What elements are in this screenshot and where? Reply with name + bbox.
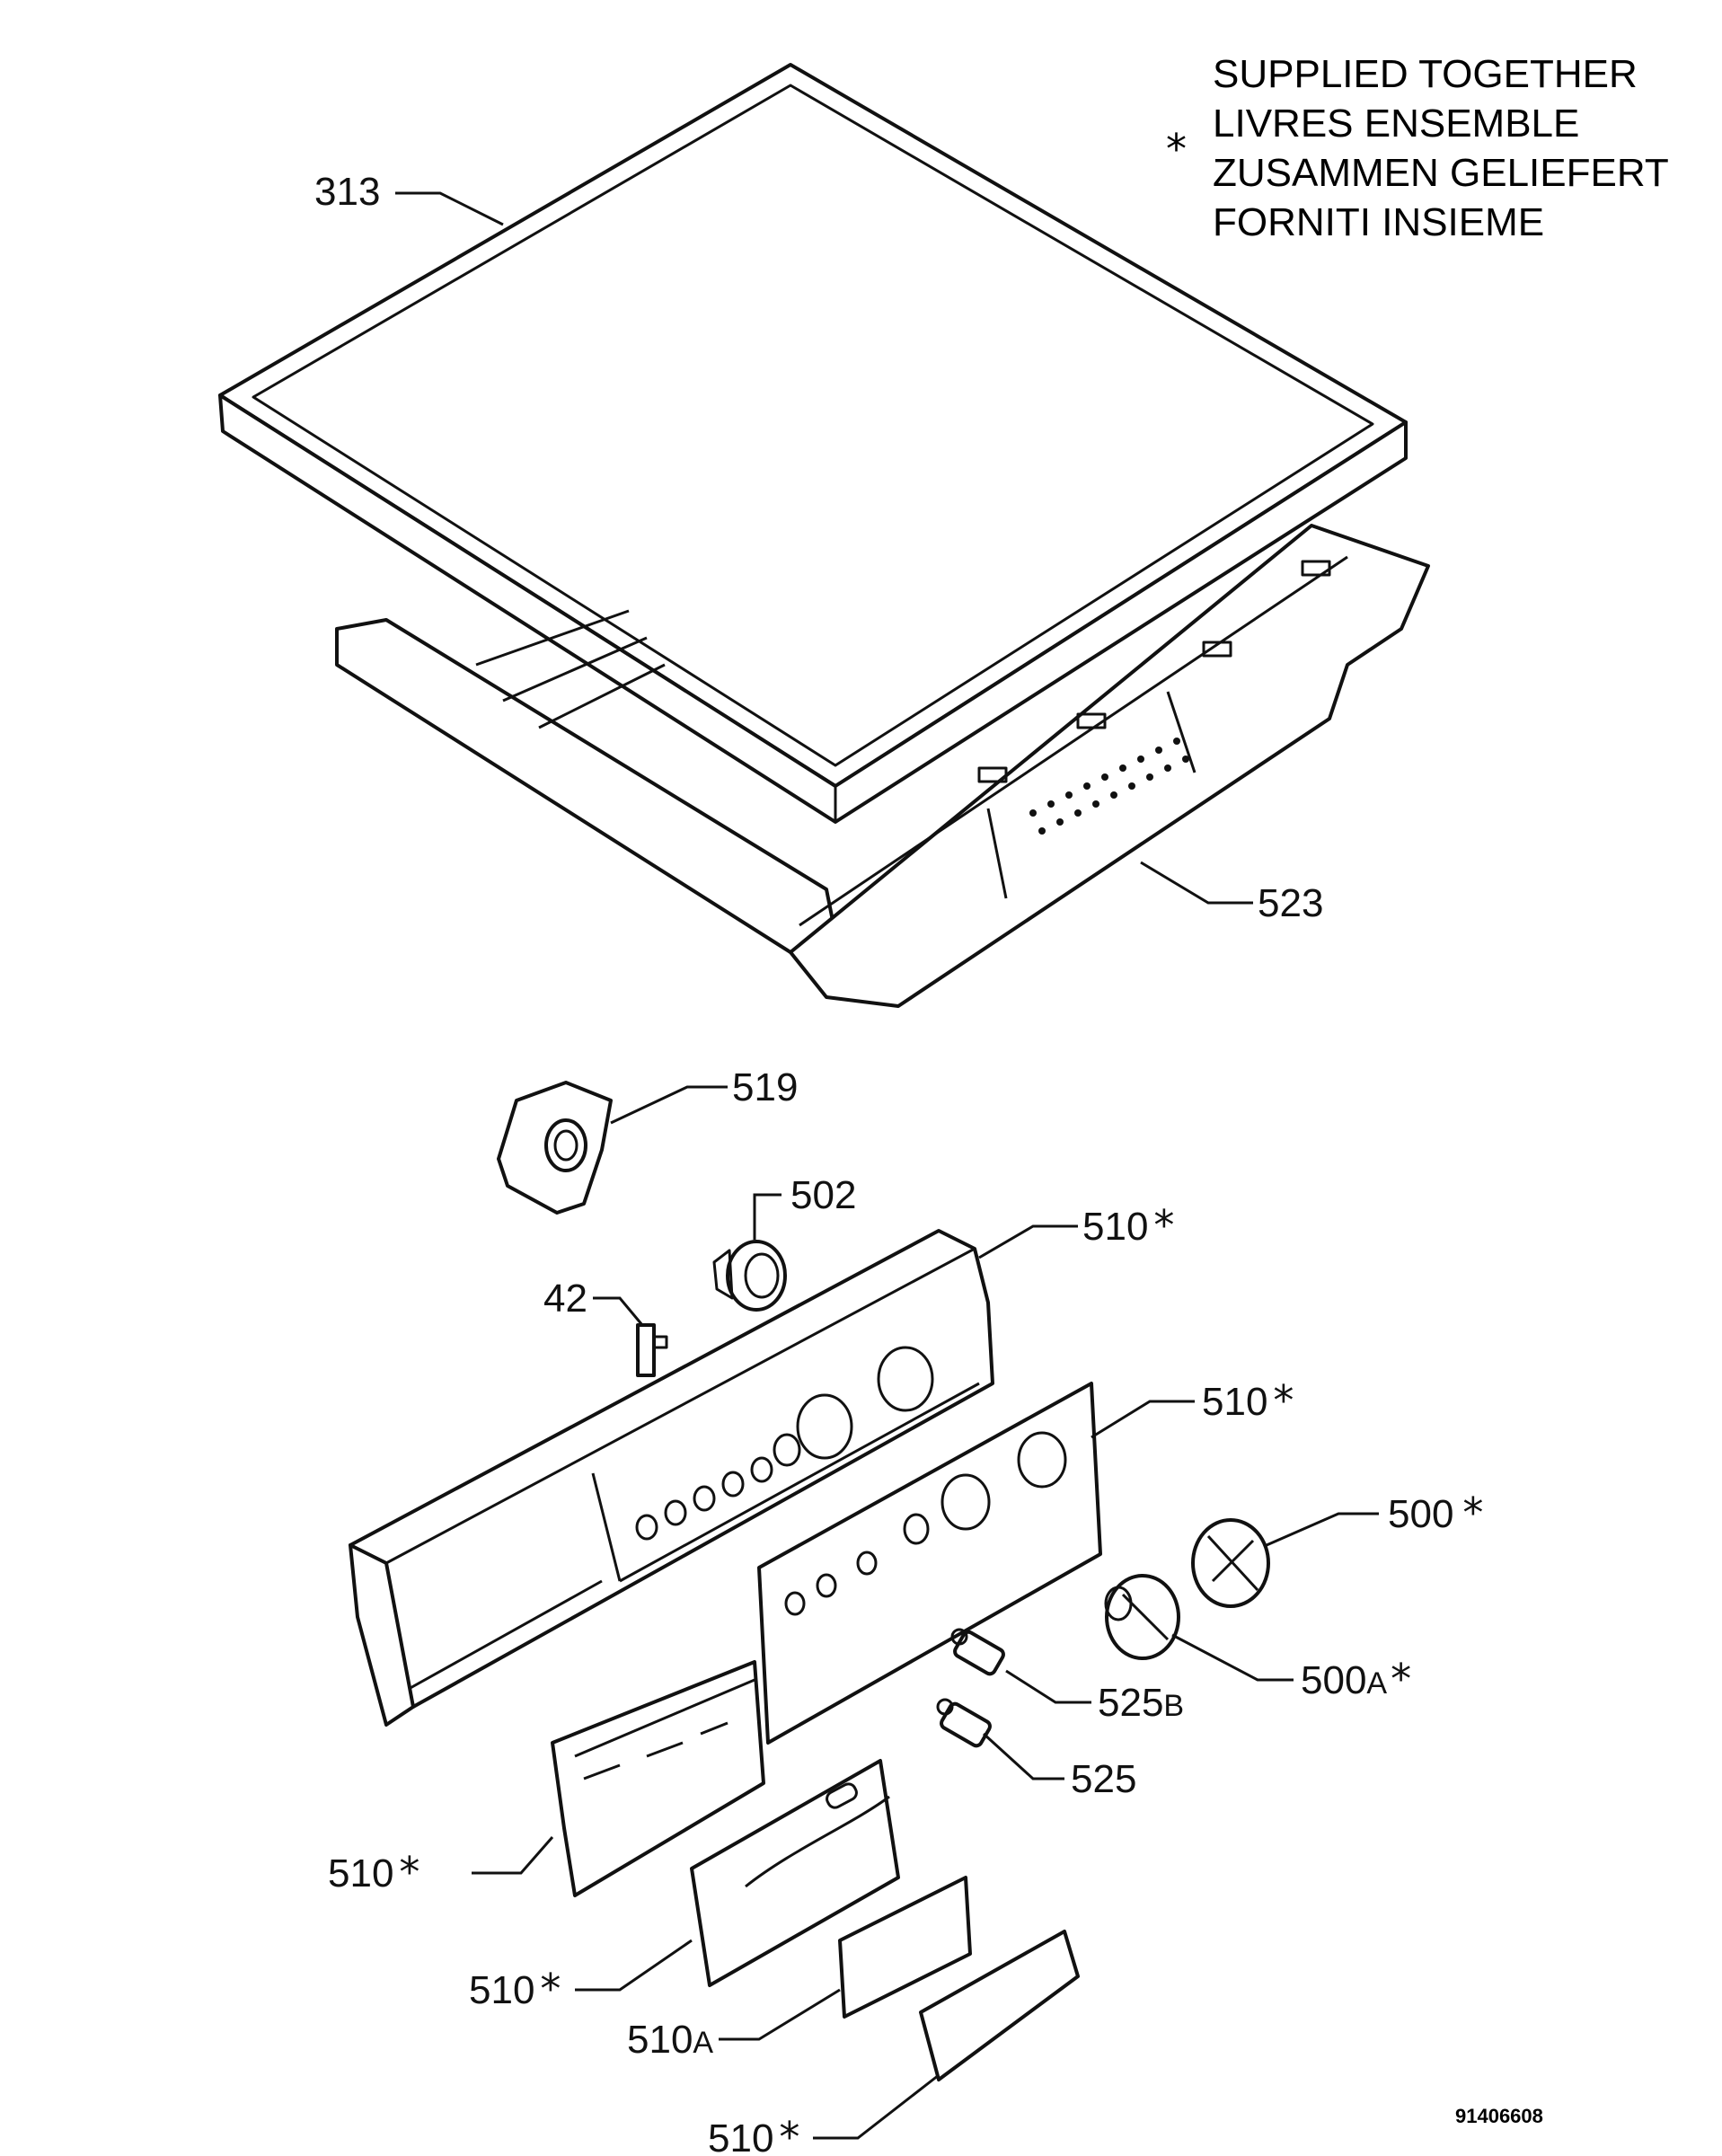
callout-500: 500* <box>1388 1489 1483 1537</box>
callout-510-door: 510* <box>469 1965 561 2013</box>
part-42 <box>636 1323 668 1377</box>
part-500A-knob <box>1104 1574 1180 1660</box>
part-510-drawer-front <box>551 1660 765 1897</box>
legend-line-1: SUPPLIED TOGETHER <box>1213 52 1638 96</box>
part-510-bottom-cover <box>919 1930 1080 2081</box>
callout-42: 42 <box>543 1277 587 1321</box>
callout-525B: 525B <box>1098 1681 1184 1725</box>
legend-symbol: * <box>1166 125 1187 173</box>
panel-buttons <box>635 1433 801 1541</box>
part-523-frame <box>335 524 1430 1008</box>
callout-510-left: 510* <box>328 1848 419 1896</box>
legend-line-3: ZUSAMMEN GELIEFERT <box>1213 151 1669 195</box>
part-500-knob <box>1191 1518 1270 1608</box>
callout-525: 525 <box>1071 1757 1136 1801</box>
part-510-control-panel <box>349 1229 994 1727</box>
callout-313: 313 <box>314 170 380 214</box>
part-510A <box>838 1876 972 2019</box>
drawing-code: 91406608 <box>1455 2105 1543 2127</box>
callout-510-bottom: 510* <box>708 2113 799 2156</box>
callout-519: 519 <box>732 1065 798 1109</box>
part-510-front-insert <box>757 1382 1102 1745</box>
callout-502: 502 <box>790 1173 856 1217</box>
legend-line-2: LIVRES ENSEMBLE <box>1213 102 1579 146</box>
part-313-top-lid <box>218 63 1408 824</box>
leader-lines <box>395 191 1379 2140</box>
part-510-flap <box>690 1759 900 1987</box>
legend: * SUPPLIED TOGETHER LIVRES ENSEMBLE ZUSA… <box>1166 52 1669 244</box>
callout-labels: 313 523 519 502 510* 42 510* 500* 500A* … <box>314 170 1483 2156</box>
legend-line-4: FORNITI INSIEME <box>1213 200 1544 244</box>
callout-500A: 500A* <box>1301 1655 1411 1703</box>
part-502 <box>712 1240 787 1312</box>
callout-523: 523 <box>1258 881 1323 925</box>
callout-510-top: 510* <box>1082 1201 1174 1250</box>
callout-510-panel: 510* <box>1202 1376 1294 1425</box>
part-525 <box>936 1698 992 1748</box>
part-525B <box>950 1628 1005 1676</box>
callout-510A: 510A <box>627 2018 713 2062</box>
part-519 <box>497 1081 613 1215</box>
